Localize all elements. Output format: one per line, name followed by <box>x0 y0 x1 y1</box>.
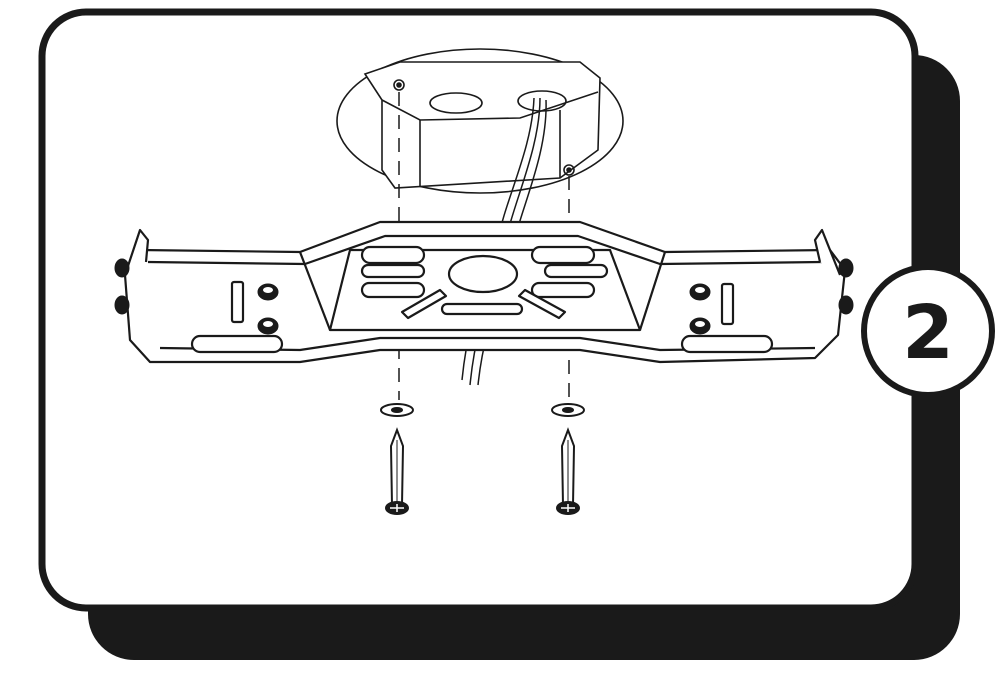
screw-left <box>385 427 409 515</box>
step-number: 2 <box>902 290 954 376</box>
step-badge: 2 <box>861 264 995 398</box>
ceiling-junction-box <box>336 48 624 194</box>
screw-right <box>556 427 580 515</box>
washer-left <box>380 403 414 417</box>
mounting-bracket <box>123 220 847 364</box>
washer-right <box>551 403 585 417</box>
